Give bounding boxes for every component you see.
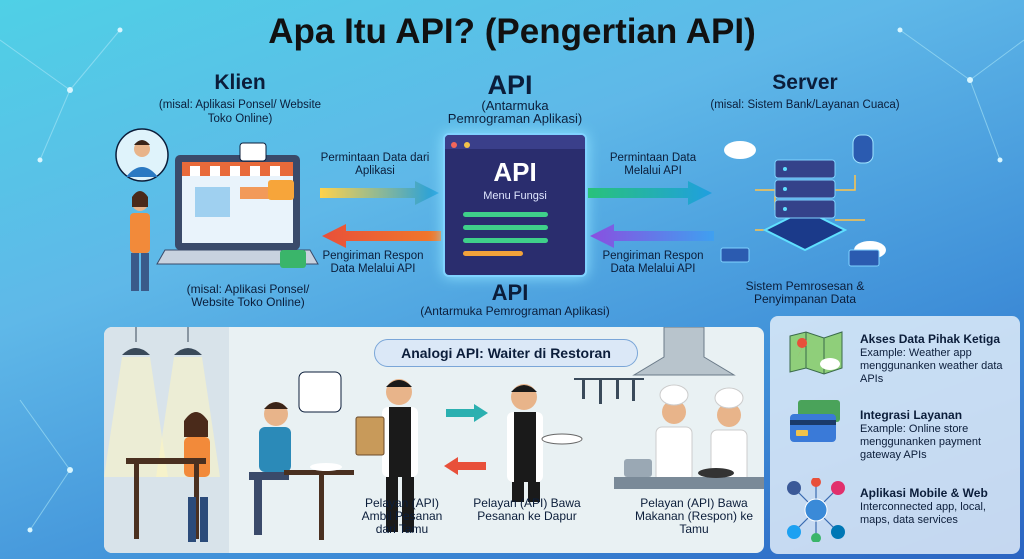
server-illustration	[720, 134, 886, 267]
api-window-title: API	[493, 157, 537, 187]
feature-2-title: Integrasi Layanan	[860, 408, 963, 422]
flow-request-server-label: Permintaan Data Melalui API	[609, 152, 697, 177]
map-icon	[789, 331, 843, 375]
api-window: API Menu Fungsi	[443, 133, 587, 277]
arrow-response-to-client	[322, 224, 441, 248]
api-title: API	[487, 70, 533, 100]
page-title: Apa Itu API? (Pengertian API)	[268, 12, 756, 51]
client-illustration	[115, 128, 319, 291]
payment-card-icon	[790, 400, 840, 442]
flow-request-client-label: Permintaan Data dari Aplikasi	[320, 152, 430, 177]
feature-3-title: Aplikasi Mobile & Web	[860, 486, 988, 500]
flow-response-client-label: Pengiriman Respon Data Melalui API	[322, 250, 424, 275]
feature-3-desc: Interconnected app, local, maps, data se…	[860, 501, 986, 526]
analogy-step3-label: Pelayan (API) Bawa Makanan (Respon) ke T…	[634, 496, 754, 536]
arrow-request-to-server	[588, 181, 712, 205]
client-subtitle: (misal: Aplikasi Ponsel/ Website Toko On…	[158, 99, 322, 125]
api-subtitle: (Antarmuka Pemrograman Aplikasi)	[447, 98, 583, 126]
api-bottom-subtitle: (Antarmuka Pemrograman Aplikasi)	[420, 304, 610, 318]
feature-2-desc: Example: Online store menggunanken payme…	[860, 423, 982, 461]
analogy-step1-label: Pelayan (API) Ambil Pesanan dari Tamu	[361, 496, 443, 536]
server-title: Server	[772, 71, 838, 94]
feature-1-title: Akses Data Pihak Ketiga	[860, 332, 1001, 346]
analogy-title: Analogi API: Waiter di Restoran	[374, 339, 638, 367]
flow-response-server-label: Pengiriman Respon Data Melalui API	[602, 250, 704, 275]
restaurant-illustration	[104, 327, 764, 542]
api-menu-bars	[463, 212, 585, 256]
api-window-menu-label: Menu Fungsi	[483, 190, 547, 202]
client-caption: (misal: Aplikasi Ponsel/ Website Toko On…	[186, 282, 310, 309]
client-title: Klien	[214, 71, 266, 94]
network-globe-icon	[787, 478, 845, 542]
arrow-response-to-api	[590, 224, 714, 248]
server-subtitle: (misal: Sistem Bank/Layanan Cuaca)	[710, 99, 900, 111]
api-bottom-title: API	[491, 280, 529, 305]
server-caption: Sistem Pemrosesan & Penyimpanan Data	[745, 279, 865, 306]
feature-1-desc: Example: Weather app menggunanken weathe…	[860, 347, 1003, 385]
analogy-step2-label: Pelayan (API) Bawa Pesanan ke Dapur	[473, 496, 581, 523]
arrow-request-to-api	[320, 181, 439, 205]
